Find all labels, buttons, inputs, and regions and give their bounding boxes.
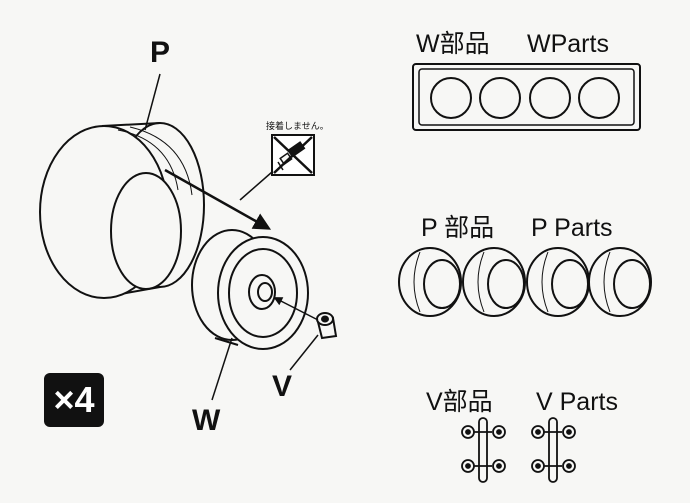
p-part: [526, 247, 590, 317]
p-part: [398, 247, 462, 317]
w-parts-sprue: [412, 63, 641, 131]
quantity-badge: ×4: [44, 373, 104, 427]
label-w: W: [192, 404, 221, 437]
no-glue-icon: [271, 134, 315, 176]
v-parts-title-jp: V部品: [426, 388, 493, 416]
p-parts-title-en: P Parts: [531, 214, 613, 242]
v-parts-sprue-right: [531, 417, 576, 483]
label-v: V: [272, 370, 293, 403]
w-part: [479, 77, 521, 119]
p-part: [588, 247, 652, 317]
assembly-arrow-icon: [164, 168, 272, 230]
w-parts-title-jp: W部品: [416, 30, 490, 58]
w-part: [578, 77, 620, 119]
v-parts-sprue-left: [461, 417, 506, 483]
leader-lines: [144, 73, 319, 401]
label-p: P: [150, 36, 171, 69]
p-part: [462, 247, 526, 317]
no-glue-note: 接着しません。: [266, 121, 329, 131]
p-parts-row: [398, 247, 652, 317]
p-parts-title-jp: P 部品: [421, 214, 495, 242]
w-part: [529, 77, 571, 119]
w-parts-title-en: WParts: [527, 30, 609, 58]
w-part: [430, 77, 472, 119]
v-insert-arrow-icon: [273, 297, 319, 321]
wheel-w-drawing: [191, 229, 309, 350]
tire-p-drawing: [39, 122, 205, 299]
v-parts-title-en: V Parts: [536, 388, 618, 416]
part-v-drawing: [316, 312, 338, 340]
